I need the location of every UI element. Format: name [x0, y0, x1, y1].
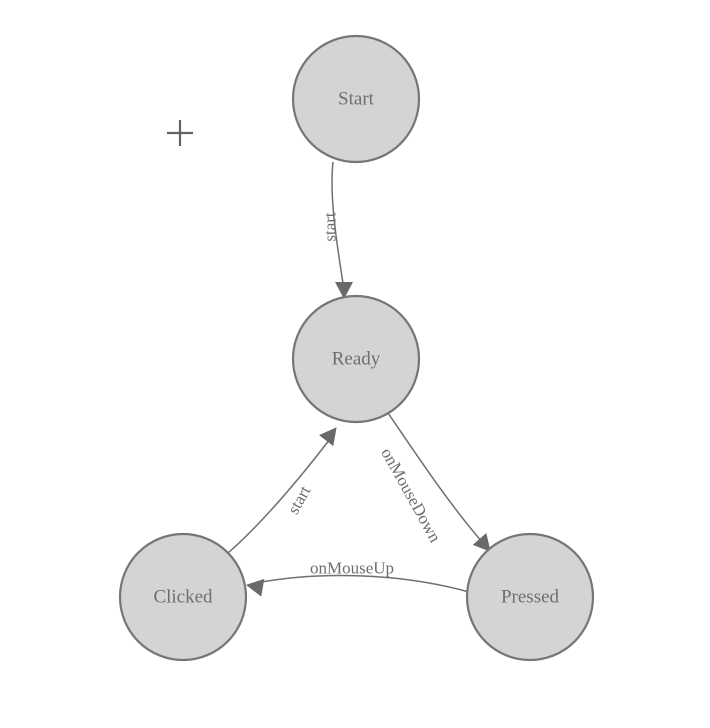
node-circle[interactable] [465, 532, 595, 662]
node-label-ready: Ready [332, 349, 381, 370]
node-clicked[interactable]: Clicked [118, 532, 248, 662]
edge-label-start-to-ready: start [321, 212, 340, 242]
node-start[interactable]: Start [291, 34, 421, 164]
edge-path[interactable] [331, 161, 345, 291]
node-pressed[interactable]: Pressed [465, 532, 595, 662]
edge-label-pressed-to-clicked: onMouseUp [310, 559, 394, 578]
edge-label-clicked-to-ready: start [284, 482, 315, 517]
edge-clicked-to-ready[interactable]: start [227, 422, 344, 554]
node-circle[interactable] [291, 34, 421, 164]
edge-path[interactable] [227, 438, 331, 554]
edge-path[interactable] [255, 574, 470, 593]
markers-layer [167, 120, 193, 146]
node-circle[interactable] [118, 532, 248, 662]
node-ready[interactable]: Ready [291, 294, 421, 424]
node-circle[interactable] [291, 294, 421, 424]
node-label-start: Start [338, 89, 375, 110]
node-label-pressed: Pressed [501, 587, 560, 608]
arrow-head [319, 427, 337, 447]
edge-path[interactable] [387, 412, 484, 544]
edge-start-to-ready[interactable]: start [321, 161, 354, 299]
edge-pressed-to-clicked[interactable]: onMouseUp [244, 559, 470, 597]
node-label-clicked: Clicked [153, 587, 213, 608]
edge-ready-to-pressed[interactable]: onMouseDown [377, 412, 497, 558]
arrow-head [335, 282, 353, 299]
arrow-head [246, 578, 265, 597]
edge-label-ready-to-pressed: onMouseDown [377, 445, 445, 546]
crosshair-icon [167, 120, 193, 146]
nodes-layer: Start Ready Clicked Pressed [118, 34, 595, 662]
arrow-head [472, 533, 491, 552]
